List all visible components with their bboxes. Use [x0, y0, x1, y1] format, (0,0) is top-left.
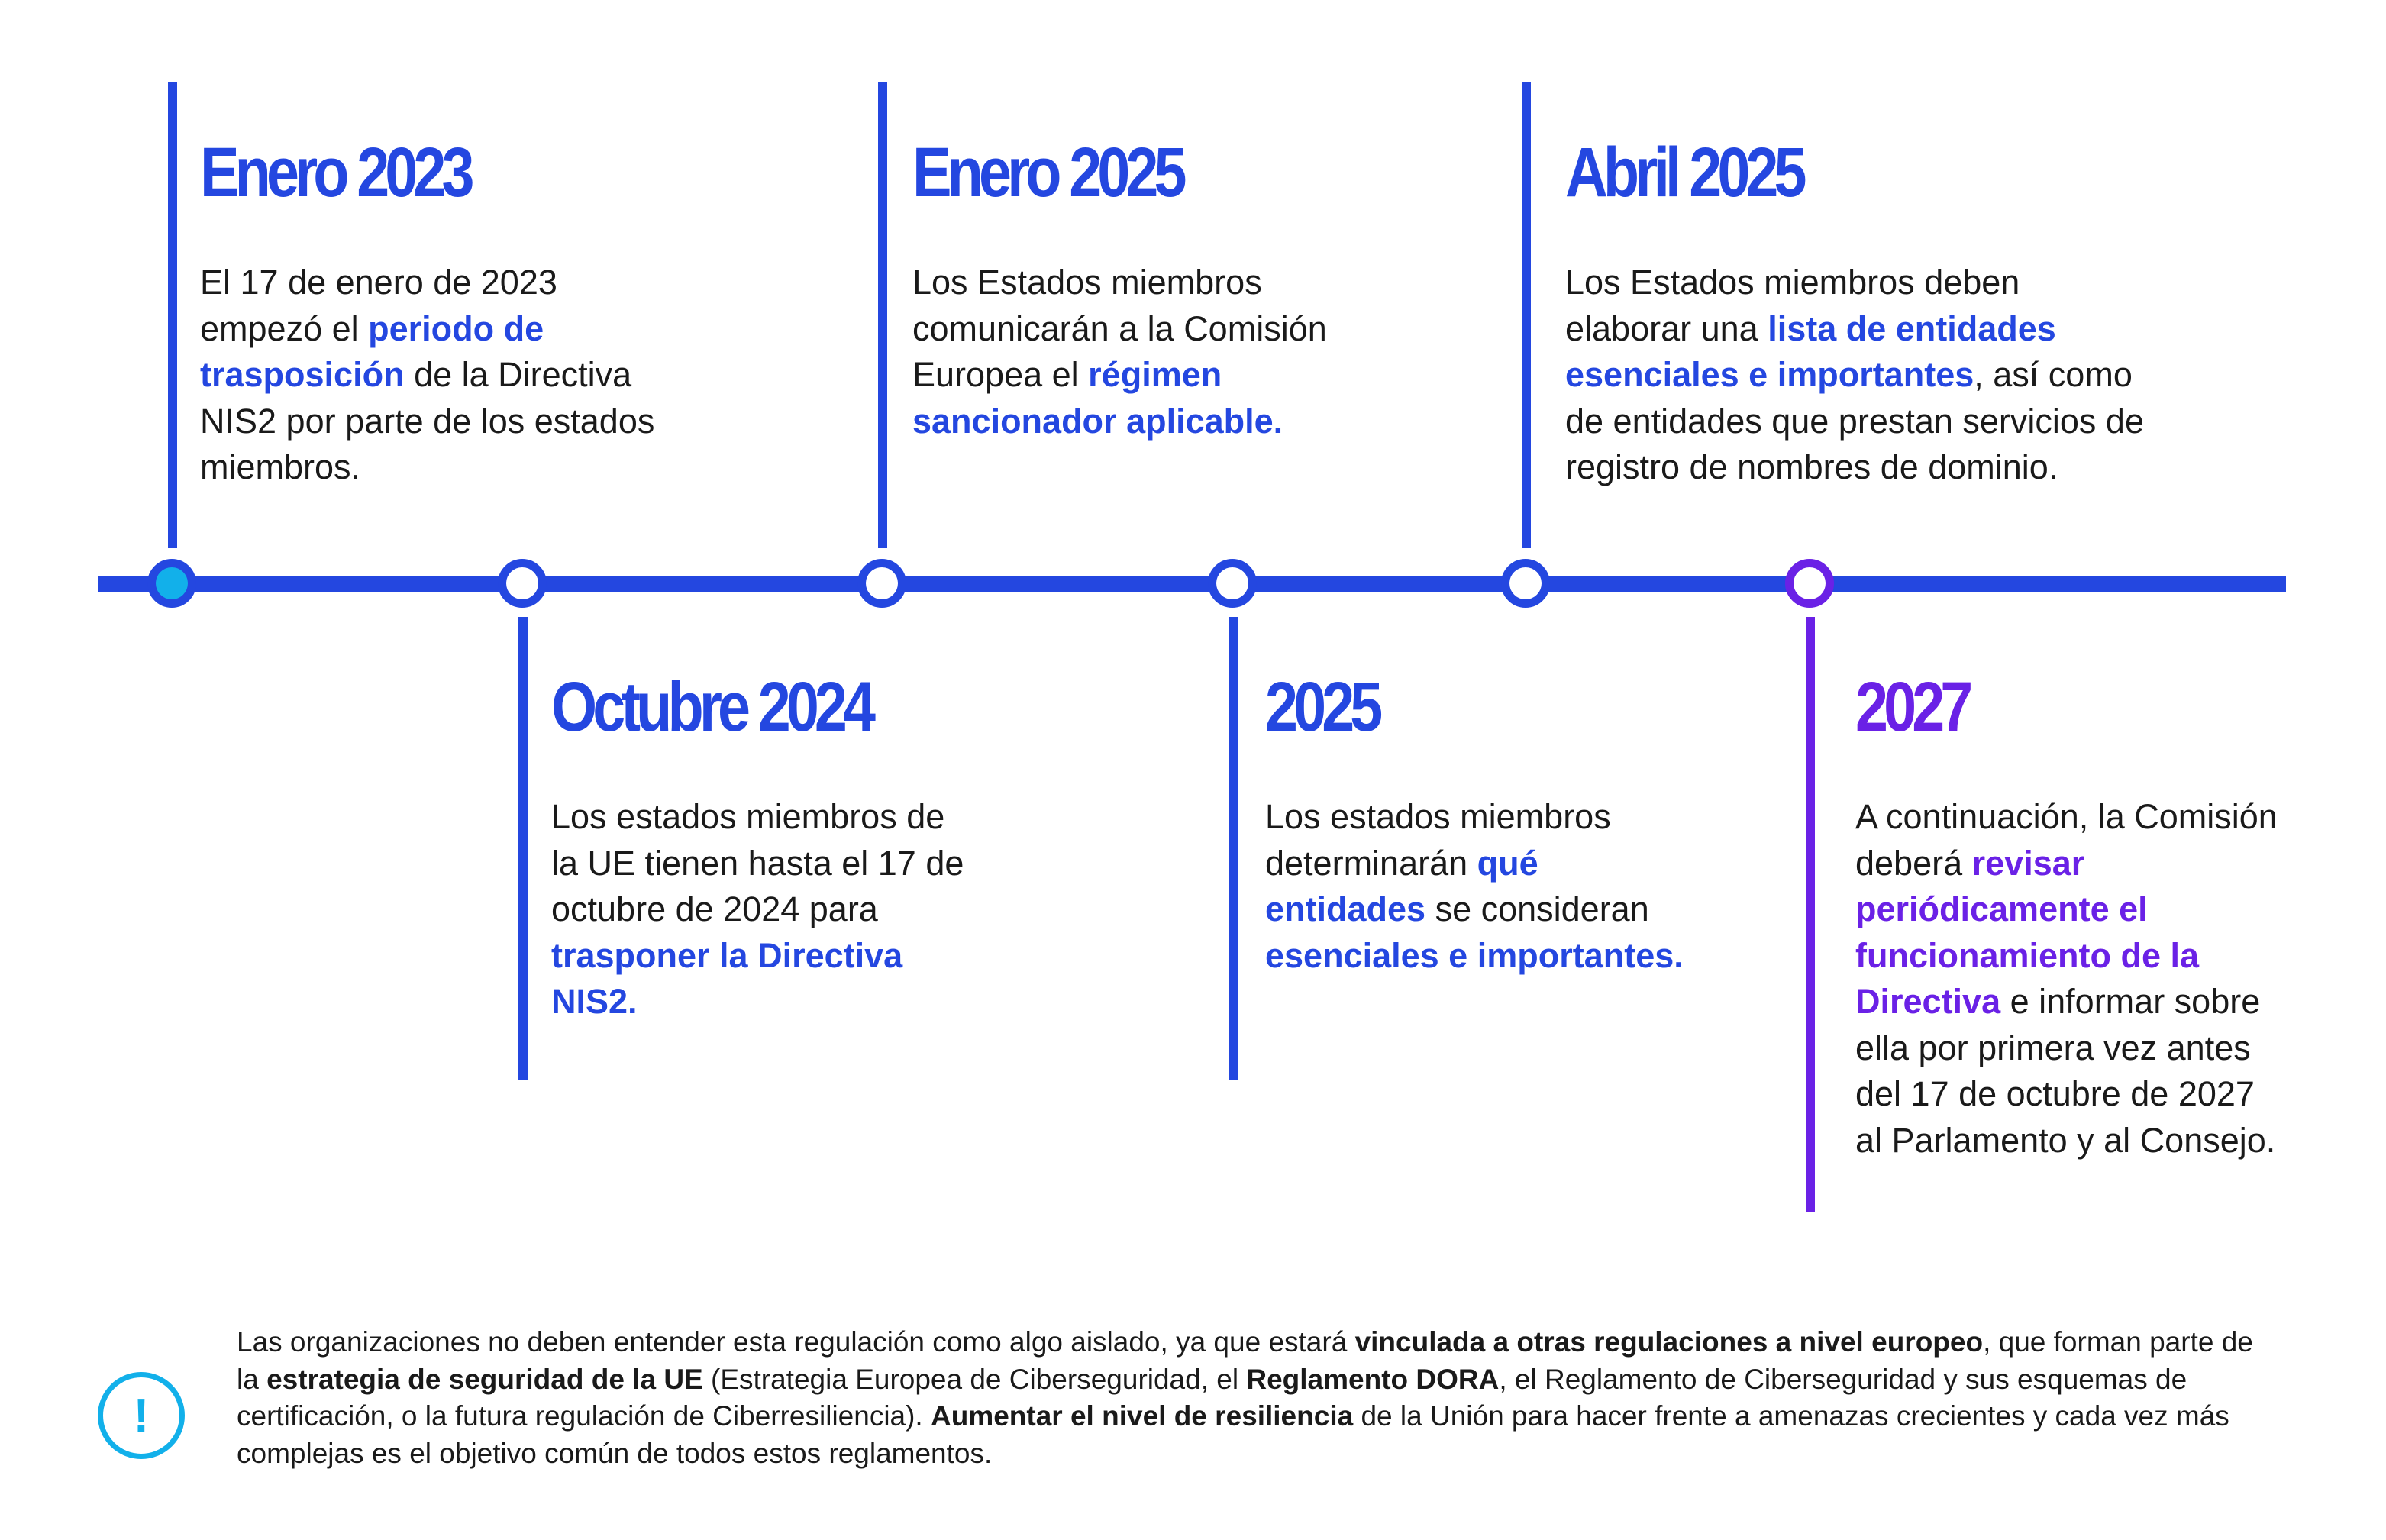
event-2027: 2027 A continuación, la Comisión deberá …: [1855, 672, 2283, 1164]
event-enero-2023: Enero 2023 El 17 de enero de 2023 empezó…: [200, 137, 689, 491]
timeline-node-enero-2023: [147, 559, 196, 608]
event-title: 2025: [1265, 668, 1383, 746]
note-text: Las organizaciones no deben entender est…: [237, 1326, 2253, 1469]
stem-octubre-2024: [518, 617, 528, 1080]
event-description: Los estados miembros de la UE tienen has…: [551, 797, 964, 1021]
event-title: Enero 2023: [200, 134, 474, 211]
stem-enero-2025: [878, 82, 887, 548]
event-title: Octubre 2024: [551, 668, 876, 746]
timeline-node-enero-2025: [857, 559, 906, 608]
timeline-node-2025: [1208, 559, 1257, 608]
event-description: El 17 de enero de 2023 empezó el periodo…: [200, 263, 655, 486]
stem-abril-2025: [1522, 82, 1531, 548]
timeline-node-2027: [1785, 559, 1834, 608]
event-2025: 2025 Los estados miembros determinarán q…: [1265, 672, 1693, 979]
timeline-axis: [98, 576, 2286, 592]
stem-2027: [1806, 617, 1815, 1212]
exclamation-icon: !: [98, 1372, 185, 1459]
event-description: Los Estados miembros deben elaborar una …: [1565, 263, 2144, 486]
event-description: Los Estados miembros comunicarán a la Co…: [912, 263, 1327, 441]
event-title: 2027: [1855, 668, 1973, 746]
stem-2025: [1229, 617, 1238, 1080]
event-abril-2025: Abril 2025 Los Estados miembros deben el…: [1565, 137, 2145, 491]
stem-enero-2023: [168, 82, 177, 548]
event-title: Enero 2025: [912, 134, 1187, 211]
timeline-node-abril-2025: [1501, 559, 1550, 608]
event-octubre-2024: Octubre 2024 Los estados miembros de la …: [551, 672, 979, 1025]
event-description: A continuación, la Comisión deberá revis…: [1855, 797, 2278, 1160]
timeline-node-octubre-2024: [498, 559, 547, 608]
event-description: Los estados miembros determinarán qué en…: [1265, 797, 1684, 975]
event-enero-2025: Enero 2025 Los Estados miembros comunica…: [912, 137, 1348, 444]
event-title: Abril 2025: [1565, 134, 1807, 211]
